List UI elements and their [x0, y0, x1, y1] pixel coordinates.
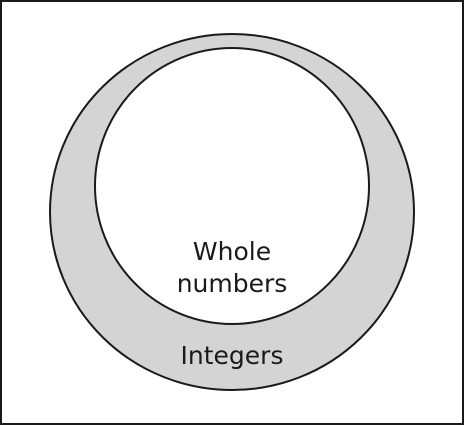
whole-numbers-set-circle [94, 47, 370, 325]
whole-numbers-label-line1: Whole [192, 237, 272, 266]
whole-numbers-label: Whole numbers [132, 236, 332, 300]
whole-numbers-label-line2: numbers [176, 269, 288, 298]
integers-label: Integers [180, 341, 284, 370]
